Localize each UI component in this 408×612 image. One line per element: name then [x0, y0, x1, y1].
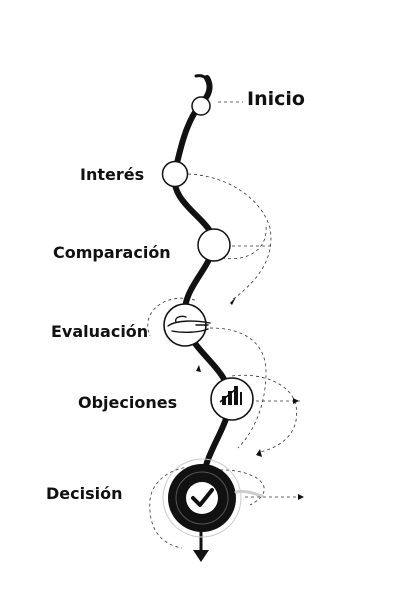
stage-label-inicio: Inicio: [247, 88, 305, 110]
down-arrow-icon: [193, 550, 209, 562]
stage-label-objeciones: Objeciones: [78, 393, 178, 412]
hand-icon: [167, 315, 211, 334]
stage-label-comparacion: Comparación: [53, 243, 171, 262]
dot-icon: [161, 160, 189, 188]
decision-swoosh: [234, 490, 264, 498]
checkmark-icon: [191, 488, 214, 507]
stage-label-decision: Decisión: [46, 484, 123, 503]
stage-node-comparacion: [197, 228, 231, 262]
dashed-arrowheads: [196, 297, 304, 500]
stage-node-evaluacion: [163, 303, 211, 347]
dashed-connectors: [147, 101, 300, 549]
journey-path: [171, 75, 234, 491]
dot-icon: [197, 228, 231, 262]
stage-node-decision: [168, 464, 236, 532]
stage-node-objeciones: [210, 377, 254, 421]
stage-node-inicio: [191, 96, 211, 116]
decision-node-outer-ring: [162, 458, 242, 538]
stage-node-interes: [161, 160, 189, 188]
path-start-hook: [194, 74, 211, 96]
stage-label-interes: Interés: [80, 165, 145, 184]
stage-label-evaluacion: Evaluación: [51, 322, 149, 341]
dot-icon: [191, 96, 211, 116]
bar-chart-icon: [219, 386, 242, 405]
